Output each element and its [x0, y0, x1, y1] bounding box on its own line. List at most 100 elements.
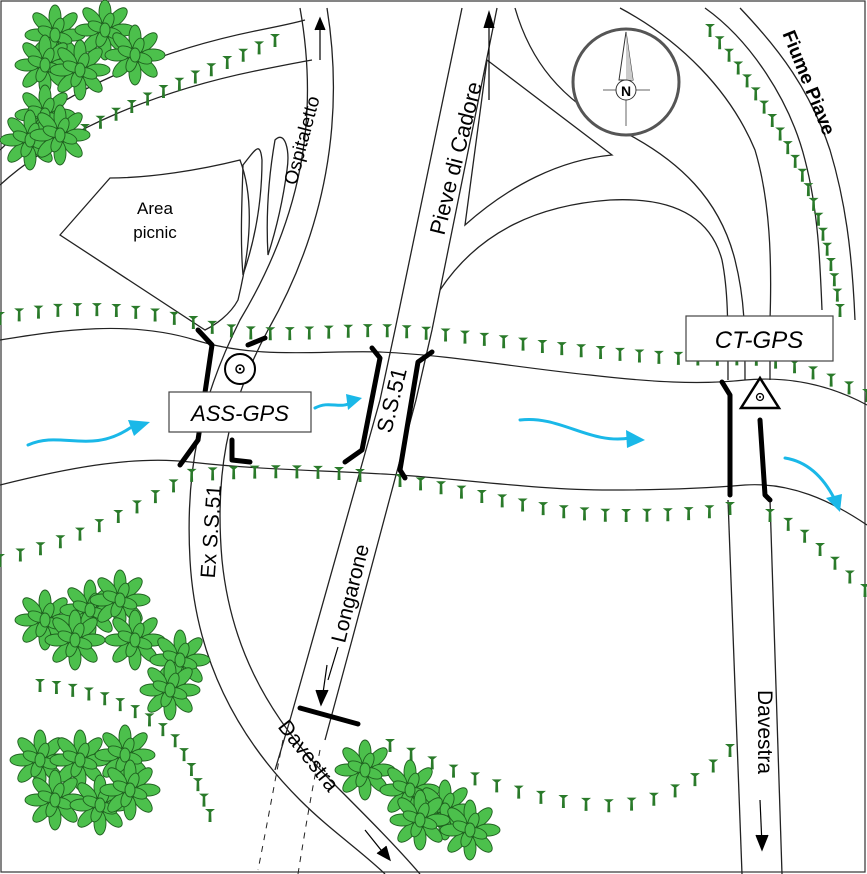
bank-marker: [130, 705, 141, 719]
bank-marker: [436, 481, 447, 495]
bank-marker: [142, 92, 153, 106]
bank-marker: [782, 141, 793, 155]
bank-marker: [111, 107, 122, 121]
bank-marker: [179, 748, 190, 762]
bank-marker: [421, 326, 432, 340]
bank-marker: [456, 485, 467, 499]
compass-north-label: N: [621, 83, 631, 99]
bank-marker: [759, 100, 770, 114]
bank-marker: [724, 48, 735, 62]
bank-marker: [144, 713, 155, 727]
bank-marker: [797, 168, 808, 182]
bank-marker: [15, 548, 26, 562]
bank-marker: [291, 465, 302, 479]
ass-gps-symbol: [224, 353, 256, 385]
bank-marker: [742, 74, 753, 88]
longarone-label: Longarone: [327, 542, 374, 645]
bank-marker: [343, 324, 354, 338]
bank-marker: [790, 154, 801, 168]
bank-marker: [558, 794, 569, 808]
bank-marker: [0, 554, 5, 567]
bank-marker: [95, 115, 106, 129]
ospitaletto-label: Ospitaletto: [281, 94, 325, 187]
bank-marker: [815, 542, 826, 556]
bank-marker: [355, 469, 365, 482]
bank-marker: [829, 273, 840, 287]
bank-marker: [205, 809, 215, 822]
bank-marker: [207, 467, 218, 481]
bank-marker: [825, 257, 836, 271]
bank-marker: [775, 127, 786, 141]
fiume-piave-label: Fiume Piave: [778, 28, 839, 139]
bank-marker: [35, 679, 45, 692]
bank-marker: [725, 502, 735, 515]
bank-marker: [188, 316, 199, 330]
bank-marker: [72, 303, 83, 317]
river-flow-arrows: [26, 394, 842, 512]
bank-marker: [491, 779, 502, 793]
bank-marker: [427, 756, 438, 770]
davestra-right-label: Davestra: [753, 690, 776, 774]
bank-marker: [673, 351, 684, 365]
area-picnic-label-1: Area: [137, 199, 173, 218]
bank-marker: [708, 759, 719, 773]
bank-marker: [158, 85, 169, 99]
area-picnic: [59, 159, 250, 331]
bank-marker: [170, 734, 181, 748]
bank-marker: [626, 797, 637, 811]
bank-marker: [808, 366, 819, 380]
bank-marker: [750, 87, 761, 101]
bank-marker: [222, 55, 233, 69]
bank-marker: [186, 762, 197, 776]
bank-marker: [382, 324, 393, 338]
ct-gps-label: CT-GPS: [715, 327, 803, 354]
bank-marker: [35, 542, 46, 556]
bank-marker: [517, 498, 528, 512]
bank-marker: [226, 324, 237, 338]
junction-triangle: [464, 58, 614, 227]
bank-marker: [254, 41, 265, 55]
road-davestra-right: [727, 499, 783, 874]
bank-marker: [704, 505, 715, 519]
road-direction-arrows: [314, 9, 769, 862]
bank-marker: [150, 490, 161, 504]
bank-marker: [440, 328, 451, 342]
bank-marker: [705, 24, 715, 37]
bank-marker: [832, 288, 843, 302]
bank-marker: [470, 772, 481, 786]
bank-marker: [479, 332, 490, 346]
bank-marker: [817, 227, 828, 241]
bank-marker: [595, 346, 606, 360]
bank-marker: [513, 785, 524, 799]
bank-marker: [111, 304, 122, 318]
bank-marker: [126, 100, 137, 114]
bank-marker: [249, 465, 260, 479]
bank-marker: [822, 242, 833, 256]
ass-gps-label-box: ASS-GPS: [168, 391, 312, 433]
bank-marker: [174, 77, 185, 91]
bank-marker: [395, 474, 405, 487]
bank-marker: [621, 508, 632, 522]
bank-marker: [581, 797, 592, 811]
bank-marker: [67, 683, 78, 697]
bank-marker: [518, 337, 529, 351]
bank-marker: [558, 505, 569, 519]
bank-marker: [799, 529, 810, 543]
bank-marker: [576, 344, 587, 358]
bank-marker: [265, 327, 276, 341]
road-ss51: [274, 7, 498, 771]
bank-marker: [829, 556, 840, 570]
bank-marker: [498, 335, 509, 349]
bank-marker: [579, 507, 590, 521]
bank-marker: [770, 355, 781, 369]
ct-gps-label-box: CT-GPS: [685, 315, 834, 362]
bank-marker: [52, 303, 63, 317]
davestra-left-label: Davestra: [273, 716, 343, 797]
bank-markers: [0, 24, 867, 822]
bank-marker: [725, 744, 735, 757]
bank-marker: [74, 527, 85, 541]
bank-marker: [860, 584, 867, 597]
bank-marker: [132, 500, 143, 514]
bank-marker: [51, 681, 62, 695]
